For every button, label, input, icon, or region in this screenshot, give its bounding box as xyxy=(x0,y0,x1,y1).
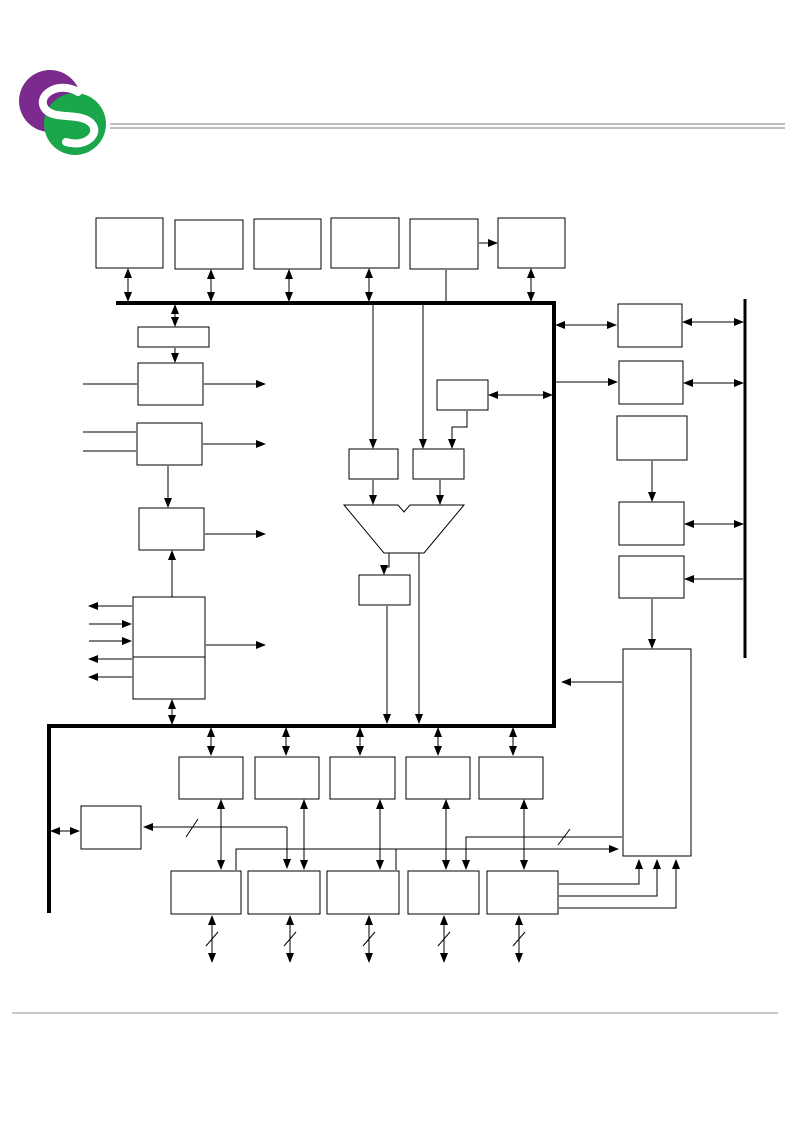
logo-s-stroke xyxy=(38,83,99,148)
bottom-left-slash xyxy=(185,818,199,838)
bottom-lower-block-3 xyxy=(326,870,400,915)
lower-to-tall xyxy=(235,845,619,870)
lower-5-to-tall-3 xyxy=(559,859,680,909)
bottom-lower-block-4 xyxy=(407,870,480,915)
top-block-6 xyxy=(497,217,566,269)
top-block-5 xyxy=(409,218,479,270)
left-small-block xyxy=(137,326,210,348)
alu-to-result xyxy=(380,553,390,575)
bottom-upper-block-5 xyxy=(478,756,544,800)
register-a xyxy=(348,448,399,480)
bottom-left-block xyxy=(80,805,142,850)
right-tall-block xyxy=(622,648,692,857)
top-block-1 xyxy=(95,217,164,269)
io-slash-5 xyxy=(512,931,526,947)
top-block-4 xyxy=(330,217,400,269)
top-block-2 xyxy=(174,219,244,270)
right-block-1 xyxy=(617,303,683,348)
header-rule xyxy=(110,123,785,129)
register-b xyxy=(412,448,465,480)
company-logo xyxy=(19,70,106,155)
tall-to-lower-4 xyxy=(462,836,622,870)
lower-5-to-tall-2 xyxy=(559,859,661,897)
center-small-block xyxy=(436,379,489,411)
right-block-2 xyxy=(618,360,684,405)
internal-bus xyxy=(47,301,556,913)
bottom-upper-block-2 xyxy=(254,756,320,800)
bottom-lower-block-2 xyxy=(247,870,321,915)
left-block-d xyxy=(132,596,206,700)
io-slash-2 xyxy=(283,931,297,947)
tall-line-slash xyxy=(557,828,571,846)
bottom-upper-block-3 xyxy=(329,756,396,800)
top-block-3 xyxy=(253,218,322,270)
left-block-a xyxy=(137,362,204,406)
io-slash-3 xyxy=(362,931,376,947)
left-block-c xyxy=(138,507,205,551)
io-slash-4 xyxy=(437,931,451,947)
result-register xyxy=(358,574,411,606)
bottom-upper-block-4 xyxy=(405,756,471,800)
right-block-5 xyxy=(618,555,685,599)
center-small-to-reg-b xyxy=(448,411,468,449)
bottom-upper-block-1 xyxy=(178,756,244,800)
io-slash-1 xyxy=(205,931,219,947)
lower-5-to-tall-1 xyxy=(559,859,643,885)
bottom-lower-block-5 xyxy=(486,870,559,915)
bottom-lower-block-1 xyxy=(170,870,242,915)
block-diagram xyxy=(47,217,747,963)
right-block-3 xyxy=(616,415,688,461)
alu-block xyxy=(342,504,466,554)
right-block-4 xyxy=(618,501,685,546)
left-block-b xyxy=(136,422,203,466)
